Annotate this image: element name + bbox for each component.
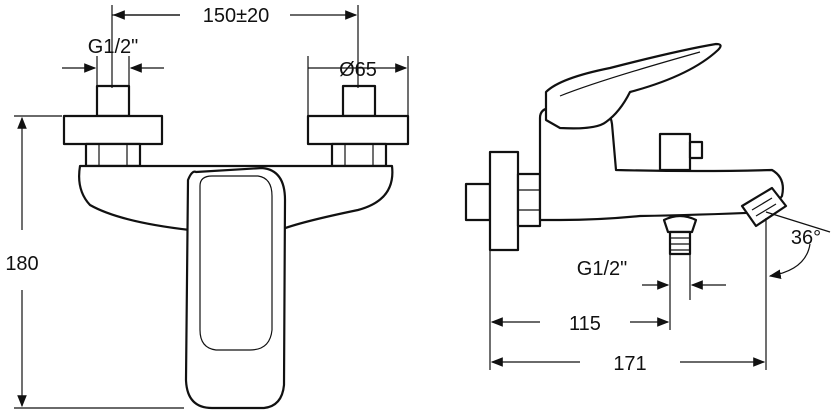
left-hex-nut <box>84 142 142 168</box>
side-dimensions: G1/2" 115 171 36° <box>489 211 831 375</box>
left-inlet-pipe <box>95 84 131 118</box>
dim-depth-to-outlet: 115 <box>569 313 601 335</box>
dim-width-between-inlets: 150±20 <box>203 5 270 27</box>
side-view <box>464 42 788 256</box>
spout-nozzle <box>740 186 788 228</box>
side-lever <box>544 42 722 130</box>
diverter-knob <box>658 132 692 172</box>
right-inlet-pipe <box>341 84 377 118</box>
front-view <box>62 84 410 410</box>
dim-spout-angle: 36° <box>791 227 821 249</box>
front-lever <box>184 166 287 410</box>
side-hex-nut <box>516 172 542 228</box>
dim-total-depth: 171 <box>613 353 646 375</box>
wall-pipe <box>464 182 492 222</box>
bottom-outlet <box>662 214 698 234</box>
right-hex-nut <box>330 142 388 168</box>
left-rosette <box>62 114 164 146</box>
dim-rosette-diameter: Ø65 <box>339 59 377 81</box>
dim-thread-side: G1/2" <box>577 258 627 280</box>
front-dimensions: 150±20 G1/2" Ø65 180 <box>5 5 409 409</box>
side-rosette <box>488 150 520 252</box>
dim-thread-front: G1/2" <box>88 36 138 58</box>
dim-height: 180 <box>5 253 38 275</box>
right-rosette <box>306 114 410 146</box>
outlet-thread <box>668 230 692 256</box>
